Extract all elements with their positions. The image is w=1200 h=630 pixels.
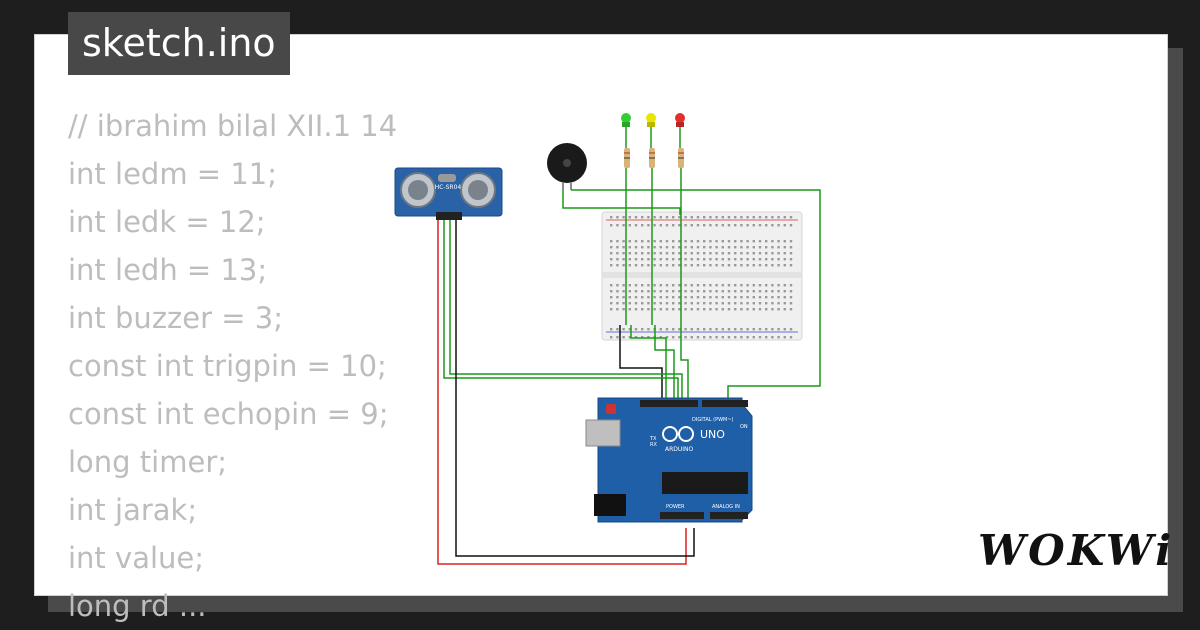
code-line: int ledk = 12; (68, 205, 266, 239)
code-line: int ledh = 13; (68, 253, 268, 287)
code-line: int buzzer = 3; (68, 301, 283, 335)
wokwi-logo: WOKWi (978, 526, 1175, 575)
resistors[interactable] (624, 148, 684, 168)
board-digital-label: DIGITAL (PWM~) (692, 417, 734, 423)
board-power-label: POWER (666, 504, 685, 510)
board-analog-label: ANALOG IN (712, 504, 740, 510)
code-line: // ibrahim bilal XII.1 14 (68, 109, 398, 143)
code-line: const int echopin = 9; (68, 397, 389, 431)
code-line: const int trigpin = 10; (68, 349, 387, 383)
led-red[interactable] (675, 113, 685, 127)
code-line: int value; (68, 541, 205, 575)
wires (437, 127, 821, 565)
sensor-label: HC-SR04 (435, 184, 462, 191)
board-brand-label: ARDUINO (665, 446, 694, 453)
board-on-label: ON (740, 424, 748, 430)
board-tx-label: TX (649, 436, 657, 442)
code-line: long rd ... (68, 589, 207, 623)
led-green[interactable] (621, 113, 631, 127)
led-yellow[interactable] (646, 113, 656, 127)
arduino-uno-board[interactable]: UNO ARDUINO DIGITAL (PWM~) POWER ANALOG … (585, 397, 753, 523)
code-line: int jarak; (68, 493, 198, 527)
ultrasonic-sensor[interactable]: HC-SR04 (394, 167, 503, 220)
code-line: long timer; (68, 445, 228, 479)
file-tab[interactable]: sketch.ino (68, 12, 290, 75)
breadboard[interactable] (601, 211, 803, 341)
buzzer[interactable] (547, 143, 587, 190)
code-line: int ledm = 11; (68, 157, 277, 191)
board-model-label: UNO (700, 428, 725, 441)
board-rx-label: RX (650, 442, 657, 448)
code-editor[interactable]: // ibrahim bilal XII.1 14 int ledm = 11;… (68, 102, 397, 630)
